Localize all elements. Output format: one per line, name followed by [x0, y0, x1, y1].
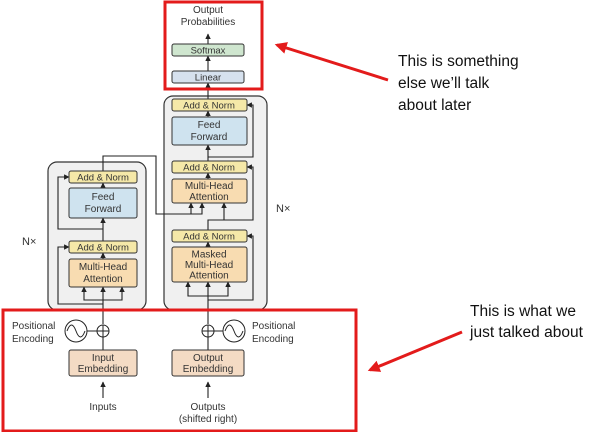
- top-note-line2: else we’ll talk: [398, 75, 490, 92]
- encoder-positional-wave-icon: [64, 319, 97, 343]
- encoder-mha-line2: Attention: [83, 274, 122, 285]
- encoder-add-norm-bottom: Add & Norm: [68, 240, 138, 254]
- bottom-note-line1: This is what we: [470, 303, 576, 320]
- encoder-mha-line1: Multi-Head: [79, 262, 127, 273]
- top-highlight-box: [163, 0, 264, 91]
- encoder-nx-label: N×: [22, 236, 36, 248]
- encoder-positional-line1: Positional: [12, 321, 55, 332]
- decoder-feed-forward-line1: Feed: [198, 120, 221, 131]
- output-embedding-line2: Embedding: [183, 364, 234, 375]
- decoder-nx-label: N×: [276, 203, 290, 215]
- encoder-add-norm-bottom-label: Add & Norm: [77, 243, 129, 254]
- decoder-positional-line1: Positional: [252, 321, 295, 332]
- input-embedding-line1: Input: [92, 353, 114, 364]
- encoder-multi-head-attention: Multi-Head Attention: [68, 258, 138, 288]
- encoder-add-icon: [96, 324, 110, 338]
- output-probabilities-line2: Probabilities: [181, 17, 235, 28]
- outputs-label-line2: (shifted right): [179, 414, 237, 425]
- bottom-note-line2: just talked about: [469, 324, 584, 341]
- encoder-positional-line2: Encoding: [12, 334, 54, 345]
- decoder-add-norm-middle-label: Add & Norm: [183, 163, 235, 174]
- decoder-masked-line2: Multi-Head: [185, 260, 233, 271]
- decoder-positional-line2: Encoding: [252, 334, 294, 345]
- decoder-add-norm-bottom-label: Add & Norm: [183, 232, 235, 243]
- decoder-add-norm-bottom: Add & Norm: [171, 229, 248, 243]
- linear-label: Linear: [195, 73, 221, 84]
- output-embedding-line1: Output: [193, 353, 223, 364]
- decoder-add-icon: [201, 324, 215, 338]
- bottom-annotation-arrow: [367, 330, 463, 372]
- top-note-line3: about later: [398, 97, 471, 114]
- decoder-mha-line2: Attention: [189, 192, 228, 203]
- decoder-positional-wave-icon: [214, 319, 246, 343]
- decoder-mha-line1: Multi-Head: [185, 181, 233, 192]
- encoder-stack: [47, 161, 147, 311]
- output-embedding-block: Output Embedding: [171, 349, 245, 377]
- top-note-line1: This is something: [398, 53, 519, 70]
- decoder-masked-multi-head-attention: Masked Multi-Head Attention: [171, 246, 248, 283]
- decoder-add-norm-top-label: Add & Norm: [183, 101, 235, 112]
- decoder-add-norm-top: Add & Norm: [171, 98, 248, 112]
- decoder-feed-forward-line2: Forward: [191, 132, 228, 143]
- encoder-feed-forward-line2: Forward: [85, 204, 122, 215]
- softmax-block: Softmax: [171, 43, 245, 57]
- encoder-add-norm-top-label: Add & Norm: [77, 173, 129, 184]
- input-embedding-block: Input Embedding: [68, 349, 138, 377]
- decoder-multi-head-attention: Multi-Head Attention: [171, 178, 248, 204]
- encoder-feed-forward-line1: Feed: [92, 192, 115, 203]
- linear-block: Linear: [171, 70, 245, 84]
- decoder-masked-line1: Masked: [191, 250, 226, 261]
- decoder-add-norm-middle: Add & Norm: [171, 160, 248, 174]
- decoder-feed-forward: Feed Forward: [171, 116, 248, 146]
- softmax-label: Softmax: [191, 46, 226, 57]
- encoder-add-norm-top: Add & Norm: [68, 170, 138, 184]
- connections: [57, 33, 254, 398]
- output-probabilities-line1: Output: [193, 5, 223, 16]
- inputs-label: Inputs: [89, 402, 116, 413]
- encoder-feed-forward: Feed Forward: [68, 187, 138, 219]
- bottom-highlight-box: [1, 308, 358, 432]
- top-annotation-arrow: [274, 42, 389, 82]
- outputs-label-line1: Outputs: [190, 402, 225, 413]
- decoder-masked-line3: Attention: [189, 271, 228, 282]
- input-embedding-line2: Embedding: [78, 364, 129, 375]
